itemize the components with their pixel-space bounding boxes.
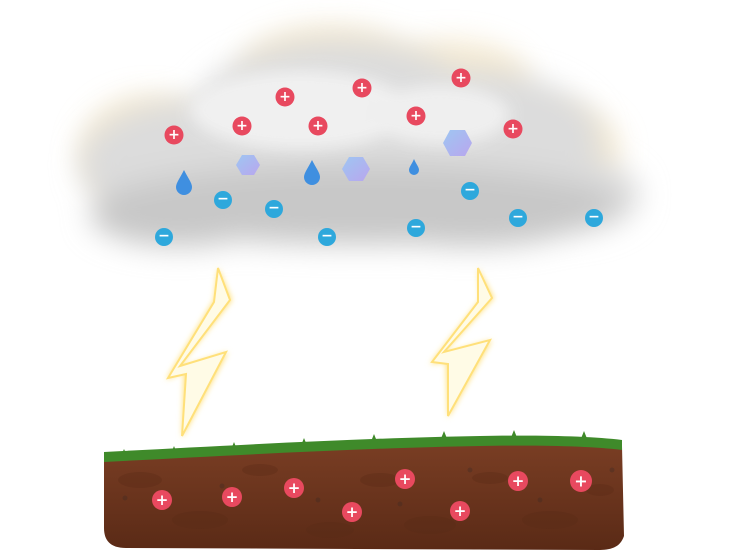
ground-positive-charges: + + + + + + + + (152, 469, 592, 522)
svg-text:−: − (410, 219, 422, 235)
svg-text:+: + (455, 70, 467, 86)
negative-charge: − (585, 209, 603, 227)
water-droplet-icon (304, 160, 320, 185)
ice-crystal-icon (236, 155, 260, 175)
svg-text:−: − (512, 209, 524, 225)
svg-text:+: + (512, 472, 525, 490)
positive-charge: + (232, 116, 252, 136)
positive-charge: + (222, 487, 242, 507)
negative-charge: − (155, 228, 173, 246)
positive-charge: + (284, 478, 304, 498)
negative-charge: − (214, 191, 232, 209)
positive-charge: + (503, 119, 523, 139)
svg-text:+: + (399, 470, 412, 488)
negative-charge: − (318, 228, 336, 246)
svg-text:−: − (268, 200, 280, 216)
ground-soil (104, 430, 624, 550)
svg-text:−: − (217, 191, 229, 207)
positive-charge: + (308, 116, 328, 136)
cloud-negative-charges: − − − − − − − − (155, 182, 603, 246)
grass-strip (104, 435, 622, 462)
svg-text:+: + (288, 479, 301, 497)
svg-text:+: + (168, 127, 180, 143)
positive-charge: + (342, 502, 362, 522)
lightning-bolt-right (430, 267, 494, 418)
cloud-positive-charges: + + + + + + + + (164, 68, 523, 145)
svg-text:+: + (410, 108, 422, 124)
positive-charge: + (275, 87, 295, 107)
ice-crystal-icon (443, 130, 472, 156)
cloud-ice-crystals (236, 130, 472, 181)
positive-charge: + (152, 490, 172, 510)
storm-cloud (80, 25, 640, 247)
positive-charge: + (395, 469, 415, 489)
positive-charge: + (451, 68, 471, 88)
negative-charge: − (265, 200, 283, 218)
lightning-bolt-left (165, 267, 232, 438)
positive-charge: + (508, 471, 528, 491)
svg-text:−: − (158, 228, 170, 244)
positive-charge: + (450, 501, 470, 521)
grass-blades (120, 430, 588, 458)
negative-charge: − (407, 219, 425, 237)
ice-crystal-icon (342, 157, 370, 181)
svg-text:+: + (156, 491, 169, 509)
water-droplet-icon (176, 170, 192, 195)
negative-charge: − (461, 182, 479, 200)
svg-text:−: − (588, 209, 600, 225)
svg-text:+: + (574, 472, 587, 491)
svg-text:+: + (312, 118, 324, 134)
svg-text:+: + (454, 502, 467, 520)
positive-charge: + (164, 125, 184, 145)
positive-charge: + (570, 470, 592, 492)
svg-text:−: − (321, 228, 333, 244)
soil-texture (118, 464, 615, 538)
positive-charge: + (406, 106, 426, 126)
svg-text:+: + (356, 80, 368, 96)
svg-text:+: + (507, 121, 519, 137)
negative-charge: − (509, 209, 527, 227)
svg-text:+: + (279, 89, 291, 105)
positive-charge: + (352, 78, 372, 98)
soil-block (104, 441, 624, 550)
svg-text:+: + (236, 118, 248, 134)
svg-text:−: − (464, 182, 476, 198)
water-droplet-icon (409, 159, 419, 175)
cloud-water-droplets (176, 159, 419, 195)
svg-text:+: + (226, 488, 239, 506)
svg-text:+: + (346, 503, 359, 521)
